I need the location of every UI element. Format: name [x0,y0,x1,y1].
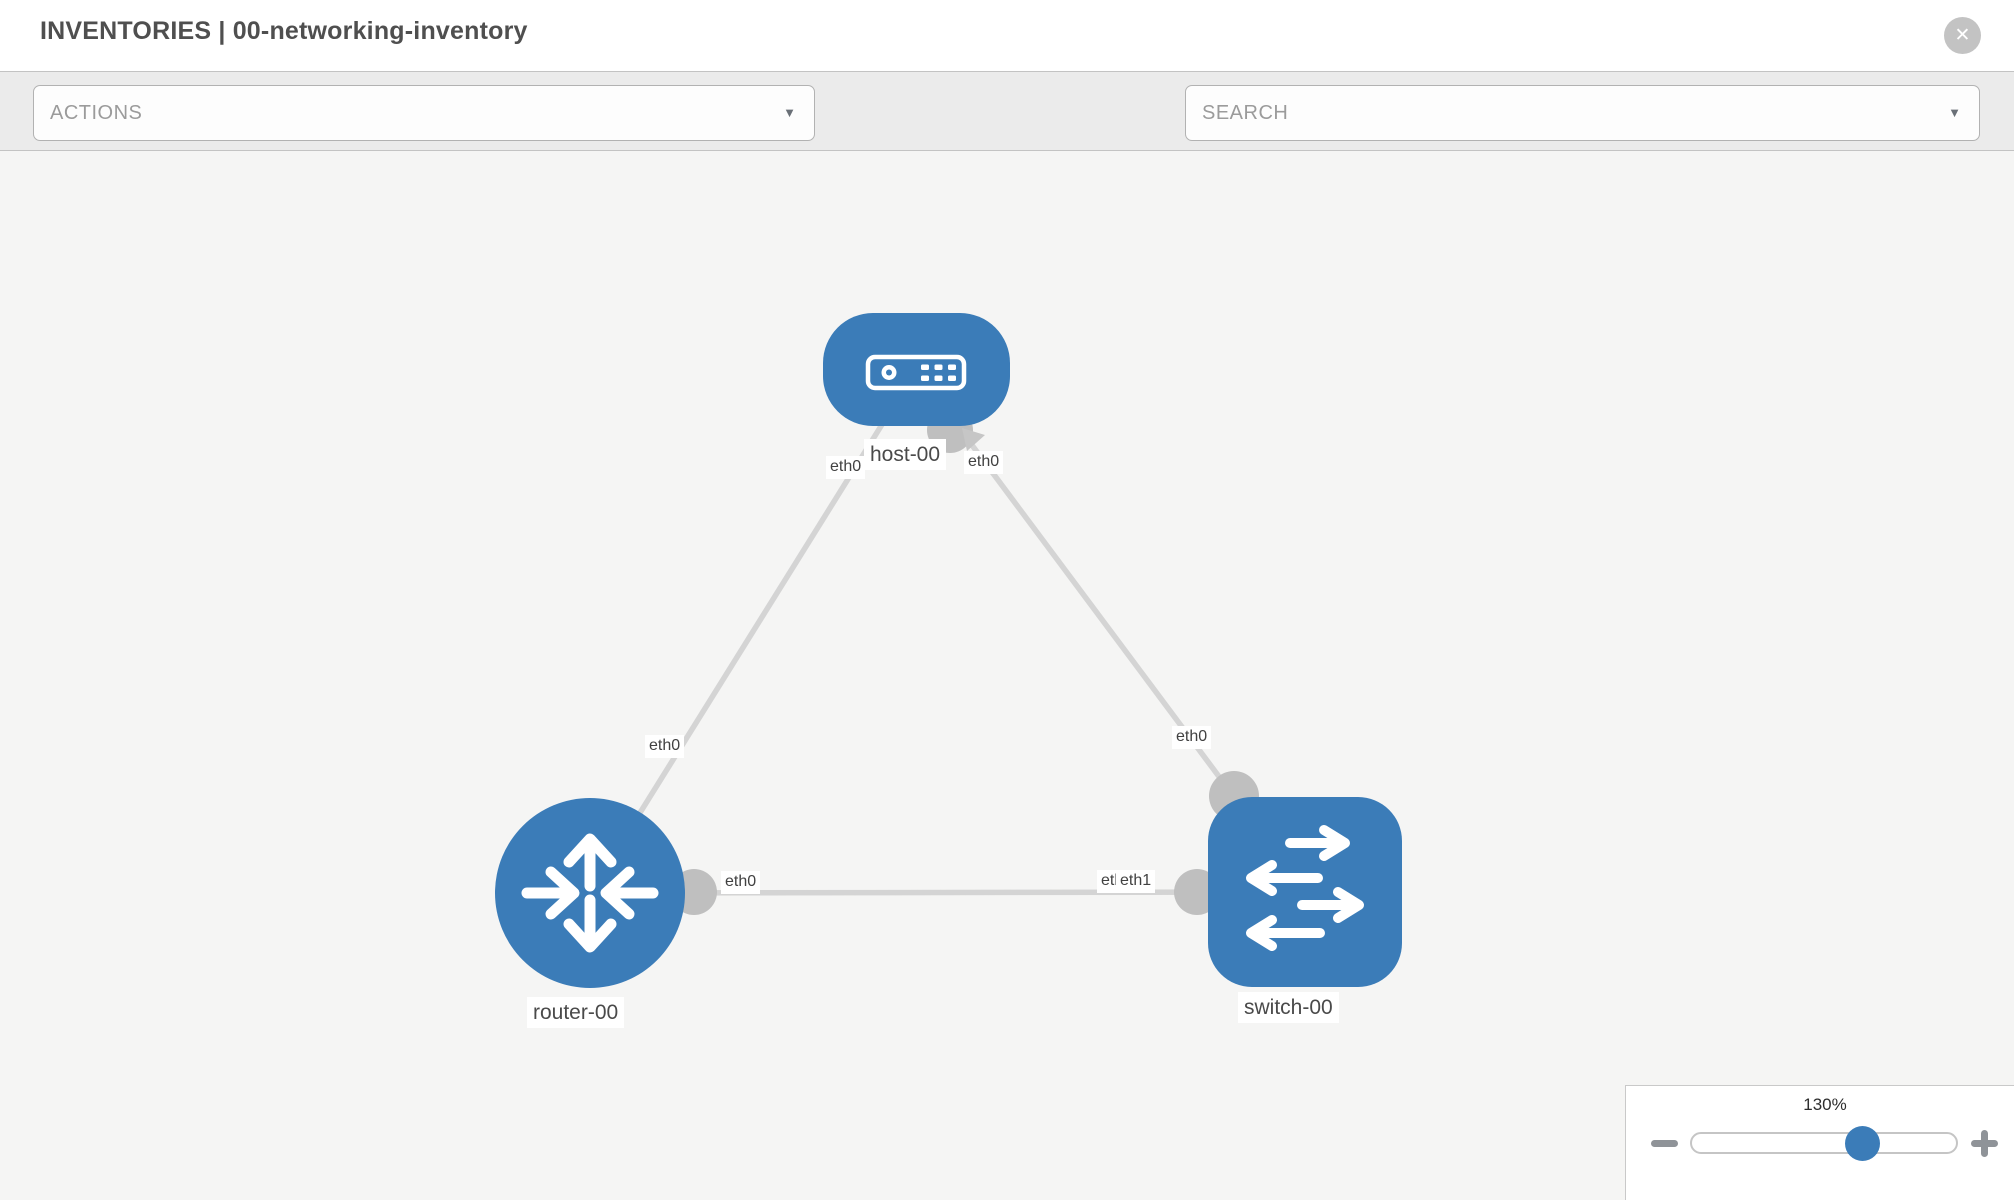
port-circles [671,407,1259,915]
switch-icon [1246,825,1364,951]
node-router[interactable] [495,798,685,988]
node-label-host: host-00 [864,439,947,471]
zoom-level-value: 130% [1803,1095,1847,1114]
iface-label-switch-to-router: eth1 [1116,870,1156,893]
port-arrowhead [962,428,985,451]
page-title: INVENTORIES | 00-networking-inventory [40,17,528,45]
iface-label-router-to-switch: eth0 [721,871,761,894]
actions-dropdown[interactable]: ACTIONS ▼ [33,85,815,141]
node-label-router: router-00 [527,997,625,1029]
actions-dropdown-label: ACTIONS [50,102,143,124]
topology-svg [495,313,1402,988]
toolbar: ACTIONS ▼ SEARCH ▼ [0,72,2014,217]
iface-label-router-to-host: eth0 [645,735,685,758]
chevron-down-icon: ▼ [783,105,796,120]
page-header: INVENTORIES | 00-networking-inventory ✕ [0,0,2014,72]
search-dropdown-label: SEARCH [1202,102,1289,124]
topology-canvas[interactable]: host-00 router-00 switch-00 eth0 eth0 et… [0,152,2014,1200]
iface-label-switch-to-host: eth0 [1172,726,1212,749]
node-switch[interactable] [1208,797,1402,987]
zoom-slider-thumb[interactable] [1845,1126,1880,1161]
host-icon [865,354,967,391]
router-icon [521,833,659,953]
node-label-switch: switch-00 [1238,992,1339,1024]
zoom-panel: 130% [1625,1085,2014,1200]
node-host[interactable] [823,313,1010,426]
chevron-down-icon: ▼ [1948,105,1961,120]
close-button[interactable]: ✕ [1944,17,1981,54]
iface-label-host-to-switch: eth0 [964,451,1004,474]
zoom-slider[interactable] [1690,1132,1958,1154]
zoom-out-button[interactable] [1651,1140,1678,1147]
close-icon: ✕ [1954,25,1971,46]
iface-label-host-to-router: eth0 [826,456,866,479]
zoom-in-button-bar[interactable] [1981,1130,1988,1157]
search-dropdown[interactable]: SEARCH ▼ [1185,85,1980,141]
